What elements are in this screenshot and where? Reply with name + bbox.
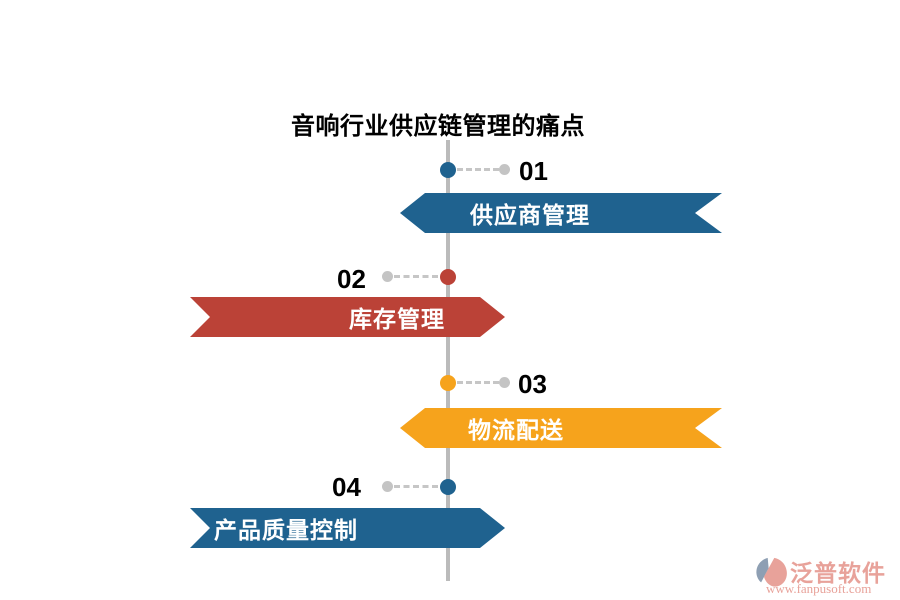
banner-inventory-management: 库存管理 [190,297,505,337]
timeline-node-dot-02 [440,269,456,285]
step-number-01: 01 [519,156,548,186]
banner-label: 供应商管理 [470,202,590,228]
timeline-axis [446,140,450,581]
banner-label: 库存管理 [349,306,445,332]
connector-dash-04 [394,485,438,488]
timeline-node-dot-03 [440,375,456,391]
timeline-node-dot-04 [440,479,456,495]
connector-end-dot-03 [499,377,510,388]
banner-product-quality-control: 产品质量控制 [190,508,505,548]
fanpu-url-text: www.fanpusoft.com [766,581,872,596]
connector-end-dot-04 [382,481,393,492]
fanpu-watermark: 泛普软件 www.fanpusoft.com [752,554,898,598]
connector-dash-03 [457,381,499,384]
connector-end-dot-02 [382,271,393,282]
page-title: 音响行业供应链管理的痛点 [291,113,585,140]
timeline-node-dot-01 [440,162,456,178]
connector-end-dot-01 [499,164,510,175]
banner-label: 物流配送 [468,417,564,443]
fanpu-brand-text: 泛普软件 [790,560,886,586]
banner-supplier-management: 供应商管理 [400,193,722,233]
step-number-04: 04 [332,472,361,502]
banner-logistics-delivery: 物流配送 [400,408,722,448]
step-number-03: 03 [518,369,547,399]
connector-dash-02 [394,275,438,278]
step-number-02: 02 [337,264,366,294]
banner-label: 产品质量控制 [214,517,358,543]
fanpu-logo-icon [756,557,787,587]
connector-dash-01 [457,168,499,171]
